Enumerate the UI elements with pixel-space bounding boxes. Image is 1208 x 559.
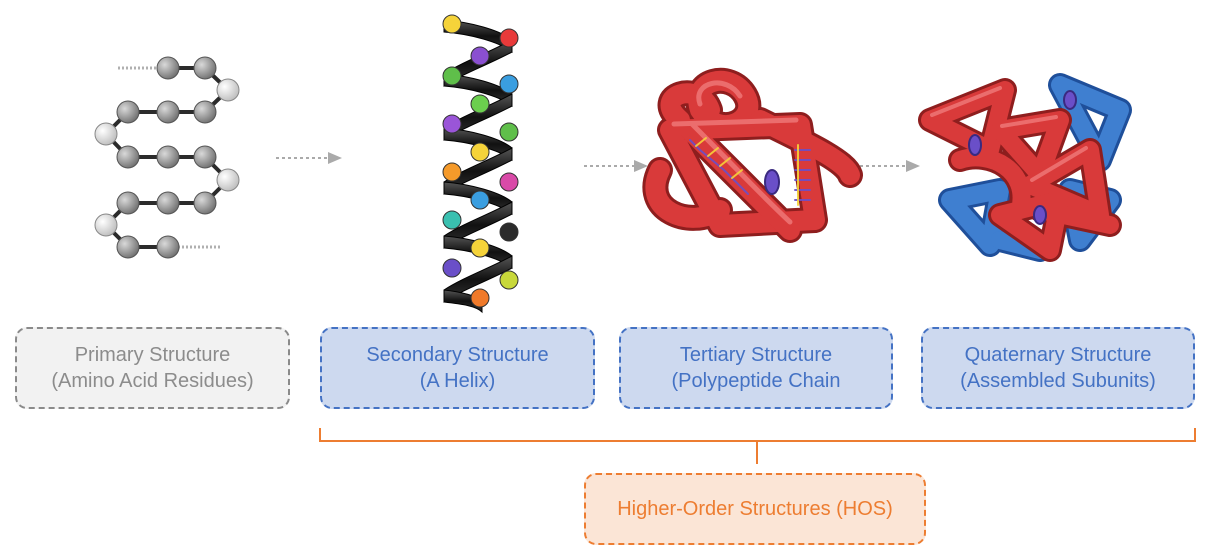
secondary-structure-box: Secondary Structure (A Helix) xyxy=(320,327,595,409)
primary-structure-subtitle: (Amino Acid Residues) xyxy=(51,370,254,392)
tertiary-structure-title: Tertiary Structure xyxy=(679,344,833,366)
quaternary-complex-icon xyxy=(918,73,1132,262)
quaternary-structure-title: Quaternary Structure xyxy=(964,344,1152,366)
tertiary-fold-icon xyxy=(642,67,863,243)
quaternary-structure-box: Quaternary Structure (Assembled Subunits… xyxy=(921,327,1195,409)
amino-acid-chain-icon xyxy=(94,56,240,259)
quaternary-structure-subtitle: (Assembled Subunits) xyxy=(960,370,1156,392)
primary-structure-title: Primary Structure xyxy=(74,344,231,366)
tertiary-structure-box: Tertiary Structure (Polypeptide Chain xyxy=(619,327,893,409)
tertiary-structure-subtitle: (Polypeptide Chain xyxy=(671,370,841,392)
higher-order-structures-box: Higher-Order Structures (HOS) xyxy=(584,473,926,545)
secondary-structure-title: Secondary Structure xyxy=(366,344,549,366)
higher-order-structures-label: Higher-Order Structures (HOS) xyxy=(617,498,893,520)
hos-bracket xyxy=(319,428,1196,464)
secondary-structure-subtitle: (A Helix) xyxy=(419,370,496,392)
alpha-helix-icon xyxy=(442,14,519,314)
primary-structure-box: Primary Structure (Amino Acid Residues) xyxy=(15,327,290,409)
